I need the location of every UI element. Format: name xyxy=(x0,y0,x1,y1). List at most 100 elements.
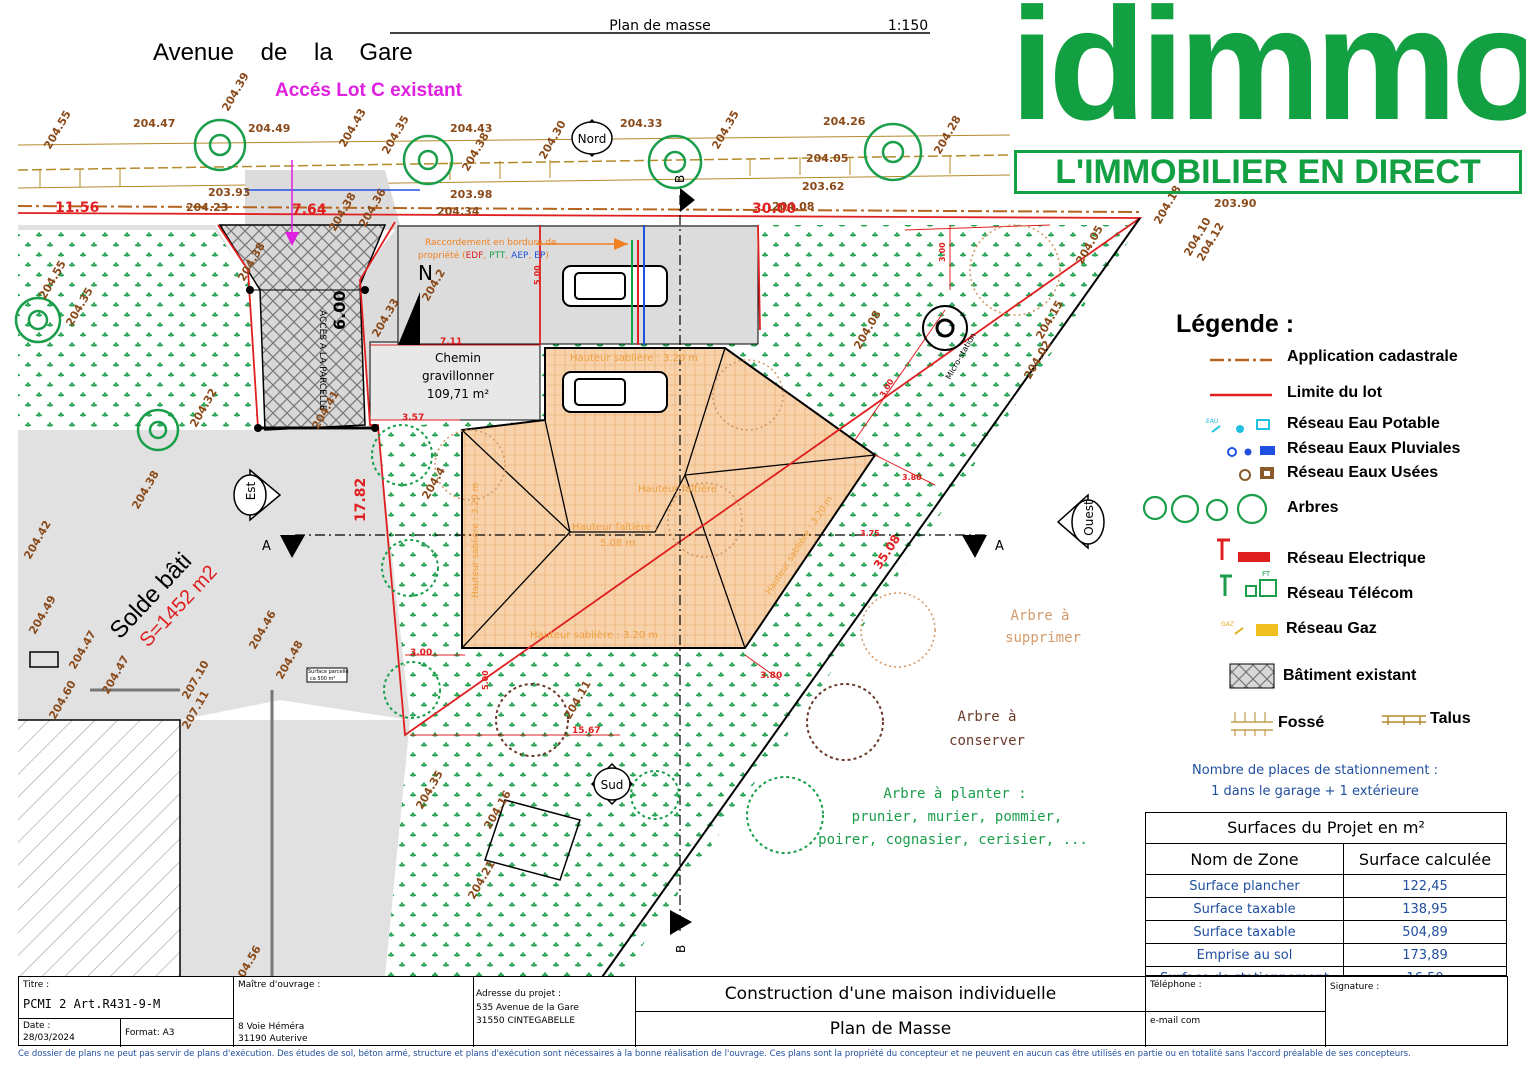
tree-icon xyxy=(14,118,923,452)
dimension-label: 7.64 xyxy=(292,202,327,218)
street-name: Avenue de la Gare xyxy=(153,39,413,66)
logo-word: idimmo xyxy=(1010,0,1526,153)
date-value: 28/03/2024 xyxy=(23,1033,75,1043)
legend-symbols: EAU FT GAZ xyxy=(1142,358,1426,736)
project-address-1: 535 Avenue de la Gare xyxy=(476,1003,579,1013)
roof-height-left: Hauteur sablière : 3.20 m xyxy=(470,483,481,598)
compass-east: Est xyxy=(233,468,282,522)
elevation-label: 203.98 xyxy=(450,188,492,201)
dimension-label: 6.00 xyxy=(330,291,349,330)
elevation-label: 204.33 xyxy=(620,117,662,130)
plan-scale: 1:150 xyxy=(888,18,928,34)
svg-text:GAZ: GAZ xyxy=(1221,621,1234,628)
tree-plant-species: prunier, murier, pommier, xyxy=(852,809,1063,825)
elevation-label: 204.34 xyxy=(437,205,480,218)
legend-item-cadastre: Application cadastrale xyxy=(1287,348,1458,365)
phone-label: Téléphone : xyxy=(1150,980,1202,990)
legend-item-telecom: Réseau Télécom xyxy=(1287,585,1414,602)
plan-title: Plan de masse xyxy=(609,18,711,34)
surfaces-col-zone: Nom de Zone xyxy=(1146,844,1344,875)
svg-text:Ouest: Ouest xyxy=(1082,500,1096,536)
electric-icon xyxy=(1217,538,1270,562)
owner-label: Maître d'ouvrage : xyxy=(238,980,321,990)
section-a-left: A xyxy=(262,539,271,554)
legend-title: Légende : xyxy=(1176,310,1295,338)
zone-cell: Surface taxable xyxy=(1146,920,1344,944)
surfaces-table: Surfaces du Projet en m² Nom de Zone Sur… xyxy=(1145,812,1507,976)
ditch-icon xyxy=(1231,712,1273,736)
chemin-label-2: gravillonner xyxy=(422,369,494,383)
legend-item-lot-limit: Limite du lot xyxy=(1287,384,1383,401)
surface-parcelle: Surface parcelle xyxy=(308,669,349,675)
value-cell: 122,45 xyxy=(1343,874,1506,898)
dimension-label: 3.00 xyxy=(938,242,947,262)
elevation-label: 203.62 xyxy=(802,180,844,193)
format-value: Format: A3 xyxy=(125,1028,175,1038)
legend-item-wastewater: Réseau Eaux Usées xyxy=(1287,464,1439,481)
connection-note-line2: propriété (EDF, PTT, AEP, EP) xyxy=(418,250,549,261)
elevation-label: 203.90 xyxy=(1214,197,1257,210)
water-icon: EAU xyxy=(1206,418,1270,433)
value-cell: 504,89 xyxy=(1343,920,1506,944)
project-address-label: Adresse du projet : xyxy=(476,989,561,999)
telecom-icon: FT xyxy=(1220,570,1277,597)
dimension-label: 5.00 xyxy=(533,265,542,285)
section-b-top: B xyxy=(673,175,687,183)
project-address-2: 31550 CINTEGABELLE xyxy=(476,1016,576,1026)
ridge-height: Hauteur faîtière : xyxy=(572,521,658,533)
embankment-icon xyxy=(1382,715,1426,725)
dimension-label: 7.11 xyxy=(440,337,462,347)
roof-height-top: Hauteur sablière : 3.20 m xyxy=(570,352,698,364)
svg-text:FT: FT xyxy=(1262,570,1271,578)
legend-item-trees: Arbres xyxy=(1287,499,1339,516)
signature-label: Signature : xyxy=(1330,982,1380,992)
elevation-label: 204.08 xyxy=(772,200,814,213)
legend-item-gas: Réseau Gaz xyxy=(1286,620,1377,637)
dimension-label: 3.57 xyxy=(402,413,424,423)
elevation-label: 203.93 xyxy=(208,186,250,199)
zone-cell: Surface de stationnement xyxy=(1146,966,1344,975)
svg-text:Sud: Sud xyxy=(601,778,624,792)
section-a-right: A xyxy=(995,539,1004,554)
elevation-label: 204.28 xyxy=(931,113,963,156)
elevation-label: 204.05 xyxy=(806,152,848,165)
connection-note: Raccordement en bordure de xyxy=(425,238,557,248)
ridge-height-2: Hauteur faîtière xyxy=(638,483,717,495)
title-value: PCMI 2 Art.R431-9-M xyxy=(23,997,161,1011)
logo-tagline: L'IMMOBILIER EN DIRECT xyxy=(1014,150,1522,194)
surfaces-title: Surfaces du Projet en m² xyxy=(1146,813,1506,844)
tree-remove-icon xyxy=(434,224,1061,668)
email-label: e-mail com xyxy=(1150,1016,1201,1026)
plan-name: Plan de Masse xyxy=(829,1019,952,1039)
elevation-label: 204.47 xyxy=(133,117,175,130)
dimension-label: 11.56 xyxy=(55,200,99,216)
legend: Légende : Application cadastrale Limite … xyxy=(1140,310,1520,750)
legend-item-building: Bâtiment existant xyxy=(1283,667,1417,684)
legend-item-rainwater: Réseau Eaux Pluviales xyxy=(1287,440,1461,457)
owner-address-1: 8 Voie Héméra xyxy=(238,1022,305,1032)
dimension-label: 17.82 xyxy=(353,478,369,522)
dimension-label: 3.80 xyxy=(902,473,922,482)
existing-building-icon xyxy=(1229,663,1275,689)
legend-item-electric: Réseau Electrique xyxy=(1287,550,1426,567)
elevation-label: 204.23 xyxy=(186,201,228,214)
compass-west: Ouest xyxy=(1056,493,1105,550)
dimension-label: 15.67 xyxy=(572,726,600,736)
table-row: Surface de stationnement16,50 xyxy=(1146,966,1506,975)
elevation-label: 204.43 xyxy=(336,106,368,149)
zone-cell: Emprise au sol xyxy=(1146,943,1344,967)
trees-legend-icon xyxy=(1142,493,1268,525)
tree-remove-note: Arbre à xyxy=(1010,608,1069,624)
owner-address-2: 31190 Auterive xyxy=(238,1034,308,1044)
tree-remove-note-2: supprimer xyxy=(1005,630,1081,646)
value-cell: 173,89 xyxy=(1343,943,1506,967)
parking-note-line1: Nombre de places de stationnement : xyxy=(1192,763,1438,778)
acces-parcelle-label: ACCES A LA PARCELLE xyxy=(317,310,327,411)
disclaimer: Ce dossier de plans ne peut pas servir d… xyxy=(18,1049,1411,1059)
tree-keep-note: Arbre à xyxy=(957,709,1016,725)
legend-item-water: Réseau Eau Potable xyxy=(1287,415,1440,432)
